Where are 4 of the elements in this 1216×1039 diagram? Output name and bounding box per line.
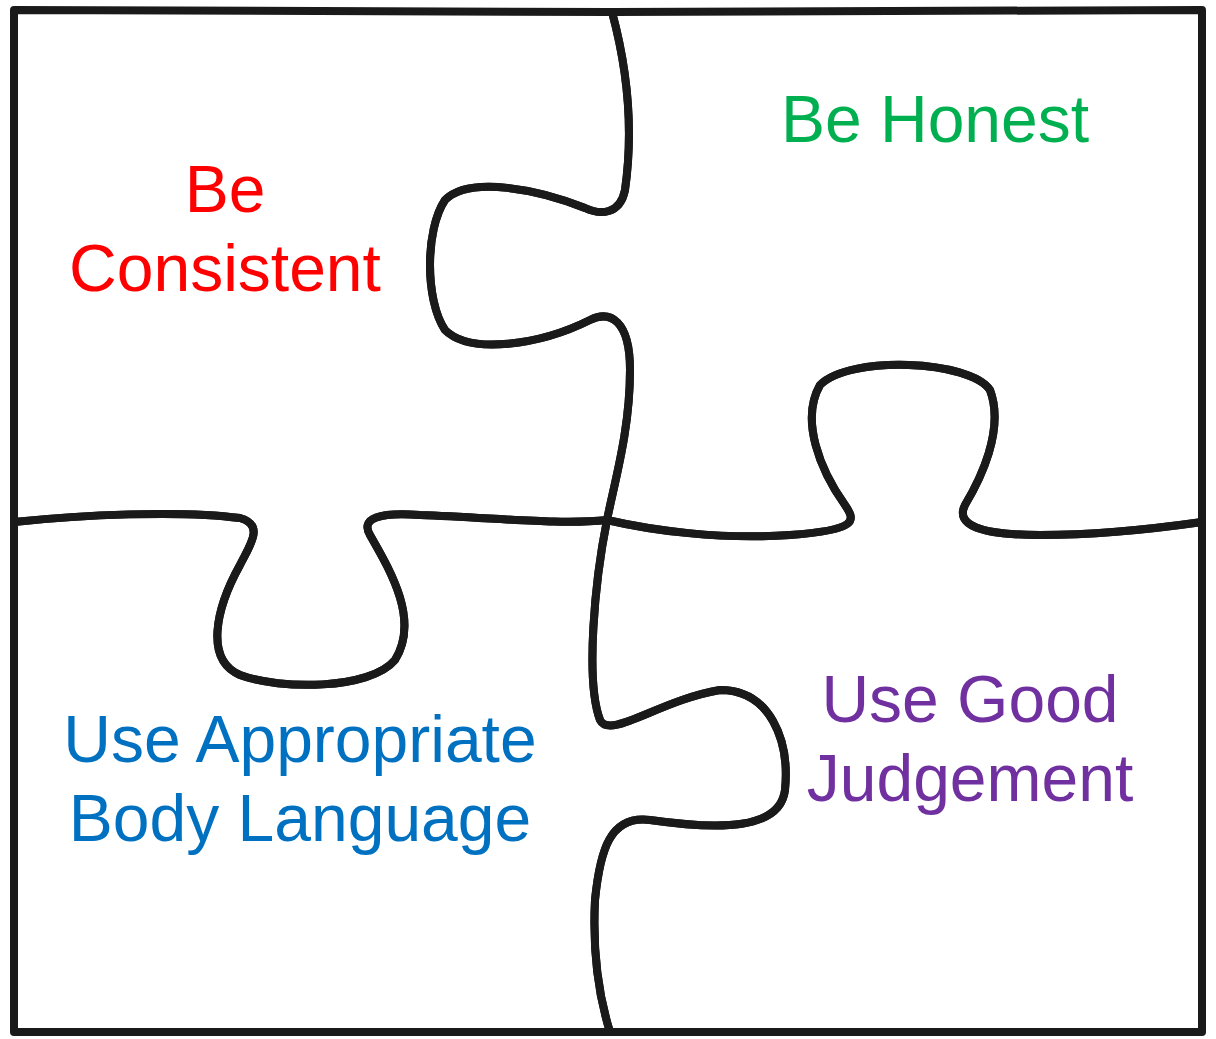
- piece-label: Be Consistent: [68, 151, 382, 308]
- piece-label: Use Good Judgement: [805, 661, 1135, 818]
- piece-label: Use Appropriate Body Language: [62, 701, 538, 858]
- piece-label: Be Honest: [779, 81, 1091, 158]
